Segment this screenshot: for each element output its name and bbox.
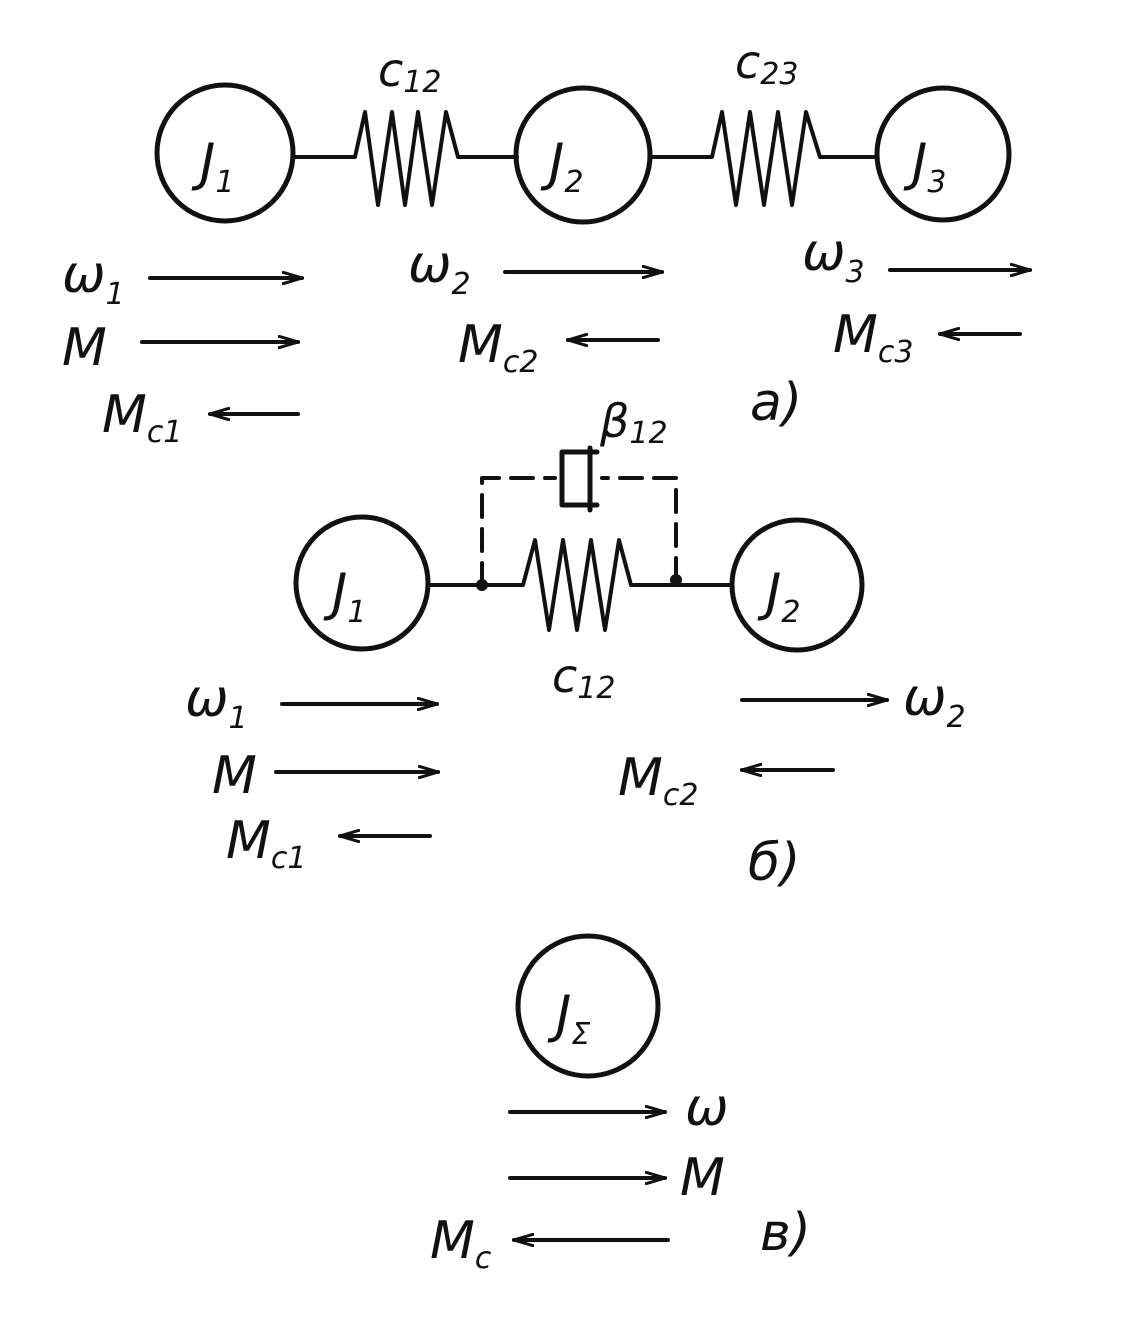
damper-b12-b: β12 [480,394,678,587]
caption-a: a) [750,373,802,433]
svg-text:M: M [62,318,107,378]
torque-m-b: M [212,746,440,806]
svg-text:J1: J1 [191,133,234,200]
svg-text:c12: c12 [552,649,615,706]
svg-text:ω2: ω2 [408,235,471,302]
diagram-a: J1 J2 J3 c12 c23 ω1 M Mc1 [62,35,1032,450]
mass-j3-a: J3 [874,85,1012,223]
svg-text:ω: ω [685,1078,729,1138]
svg-text:Mc1: Mc1 [102,385,182,450]
torque-m-c: M [508,1148,725,1208]
spring-c12-b: c12 [426,538,733,706]
omega2-b: ω2 [740,668,966,735]
mass-j2-b: J2 [729,517,865,653]
svg-text:M: M [212,746,257,806]
svg-text:Mc1: Mc1 [226,811,306,876]
load-mc-c: Mc [430,1211,670,1276]
spring-c23-a: c23 [648,35,879,207]
diagram-c: JΣ ω M Mc в) [430,933,811,1276]
omega-c: ω [508,1078,729,1138]
svg-text:J2: J2 [757,563,800,630]
omega1-a: ω1 [62,245,304,312]
diagram-b: J1 J2 c12 β12 ω1 M [185,394,966,893]
spring-c12-a: c12 [292,43,519,207]
svg-text:J2: J2 [540,133,583,200]
svg-text:Mc2: Mc2 [618,748,698,813]
svg-text:c12: c12 [378,43,441,100]
mass-j2-a: J2 [513,85,653,225]
mass-jsum-c: JΣ [515,933,661,1079]
svg-text:ω2: ω2 [903,668,966,735]
torque-m-a: M [62,318,300,378]
svg-text:Mc2: Mc2 [458,315,538,380]
mass-j1-a: J1 [154,82,296,224]
load-mc1-b: Mc1 [226,811,432,876]
svg-text:Mc: Mc [430,1211,492,1276]
omega2-a: ω2 [408,235,664,302]
caption-b: б) [748,833,800,893]
caption-c: в) [760,1203,811,1263]
svg-text:β12: β12 [599,394,668,451]
svg-text:c23: c23 [735,35,798,92]
svg-text:J1: J1 [323,563,366,630]
load-mc2-b: Mc2 [618,748,835,813]
omega3-a: ω3 [802,223,1032,290]
mass-j1-b: J1 [293,514,431,652]
load-mc1-a: Mc1 [102,385,300,450]
svg-text:ω1: ω1 [185,669,248,736]
svg-text:J3: J3 [903,133,946,200]
svg-text:Mc3: Mc3 [833,305,913,370]
svg-text:JΣ: JΣ [547,985,590,1052]
svg-text:M: M [680,1148,725,1208]
svg-text:ω3: ω3 [802,223,865,290]
omega1-b: ω1 [185,669,439,736]
load-mc2-a: Mc2 [458,315,660,380]
load-mc3-a: Mc3 [833,305,1022,370]
svg-text:ω1: ω1 [62,245,125,312]
